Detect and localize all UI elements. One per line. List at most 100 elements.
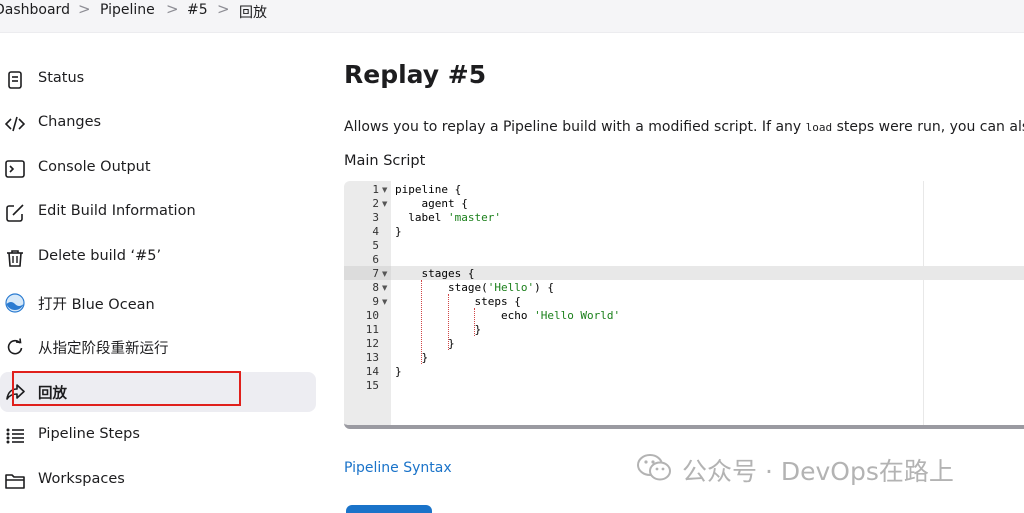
restart-icon (7, 338, 23, 355)
page-title: Replay #5 (344, 60, 487, 89)
breadcrumb: Dashboard > Pipeline > #5 > 回放 (0, 0, 1024, 33)
code-line: stage('Hello') { (395, 281, 554, 295)
watermark-text: 公众号 · DevOps在路上 (682, 457, 954, 486)
line-number: 12 (365, 337, 379, 350)
trash-icon (7, 250, 23, 267)
page-description: Allows you to replay a Pipeline build wi… (344, 119, 1024, 135)
sidebar-item-workspaces[interactable]: Workspaces (0, 461, 316, 501)
fold-toggle-icon[interactable]: ▼ (382, 284, 388, 292)
code-text: } (395, 323, 482, 336)
sidebar-item-label: Delete build ‘#5’ (38, 248, 162, 264)
breadcrumb-replay[interactable]: 回放 (239, 5, 267, 21)
sidebar-item-delete-build[interactable]: Delete build ‘#5’ (0, 238, 316, 278)
fold-toggle-icon[interactable]: ▼ (382, 298, 388, 306)
sidebar-item-console-output[interactable]: Console Output (0, 149, 316, 189)
code-line: label 'master' (395, 211, 501, 225)
editor-gutter (344, 181, 391, 425)
line-number: 10 (365, 309, 379, 322)
code-string: 'Hello' (487, 281, 535, 294)
edit-icon (6, 204, 24, 222)
code-icon (5, 116, 25, 132)
document-icon (8, 71, 22, 89)
line-number: 13 (365, 351, 379, 364)
sidebar-item-pipeline-steps[interactable]: Pipeline Steps (0, 416, 316, 456)
breadcrumb-separator: > (217, 0, 230, 18)
indent-guide (448, 294, 449, 350)
code-text: } (395, 365, 402, 378)
breadcrumb-build[interactable]: #5 (187, 2, 208, 18)
code-string: 'master' (447, 211, 501, 224)
code-text: } (395, 351, 429, 364)
sidebar-item-label: Workspaces (38, 471, 125, 487)
watermark: 公众号 · DevOps在路上 (636, 450, 996, 486)
code-text: label (395, 211, 448, 224)
line-number: 8 (372, 281, 379, 294)
line-number: 9 (372, 295, 379, 308)
indent-guide (474, 308, 475, 336)
description-text-end: steps were run, you can also m (836, 119, 1024, 135)
line-number: 7 (372, 267, 379, 280)
breadcrumb-dashboard[interactable]: Dashboard (0, 2, 70, 18)
code-line: steps { (395, 295, 521, 309)
breadcrumb-pipeline[interactable]: Pipeline (100, 2, 155, 18)
code-line: } (395, 365, 402, 379)
description-code: load (805, 121, 833, 134)
sidebar-item-label: Console Output (38, 159, 151, 175)
sidebar-item-label: Pipeline Steps (38, 426, 140, 442)
line-number: 6 (372, 253, 379, 266)
fold-toggle-icon[interactable]: ▼ (382, 270, 388, 278)
sidebar-item-changes[interactable]: Changes (0, 104, 316, 144)
code-line: echo 'Hello World' (395, 309, 620, 323)
line-number: 15 (365, 379, 379, 392)
code-line: } (395, 323, 481, 337)
code-line: stages { (395, 267, 474, 281)
sidebar-item-label: 回放 (38, 386, 67, 402)
print-margin (923, 181, 924, 425)
code-text: stage( (395, 281, 488, 294)
sidebar-item-label: 打开 Blue Ocean (38, 297, 155, 313)
code-text: } (395, 225, 402, 238)
terminal-icon (5, 160, 25, 178)
code-text: ) { (534, 281, 554, 294)
run-button[interactable] (346, 505, 432, 513)
line-number: 11 (365, 323, 379, 336)
active-line-gutter-highlight (344, 266, 391, 280)
replay-icon (6, 384, 25, 400)
sidebar-item-blue-ocean[interactable]: 打开 Blue Ocean (0, 283, 316, 323)
code-string: 'Hello World' (534, 309, 621, 322)
line-number: 2 (372, 197, 379, 210)
code-line: pipeline { (395, 183, 461, 197)
description-text: Allows you to replay a Pipeline build wi… (344, 119, 806, 135)
pipeline-syntax-link[interactable]: Pipeline Syntax (344, 460, 452, 476)
code-line: } (395, 351, 428, 365)
line-number: 1 (372, 183, 379, 196)
sidebar-item-restart-from-stage[interactable]: 从指定阶段重新运行 (0, 327, 316, 367)
code-text: steps { (395, 295, 521, 308)
code-line: } (395, 225, 402, 239)
sidebar-item-label: Edit Build Information (38, 203, 196, 219)
line-number: 4 (372, 225, 379, 238)
breadcrumb-separator: > (78, 0, 91, 18)
breadcrumb-separator: > (166, 0, 179, 18)
line-number: 14 (365, 365, 379, 378)
fold-toggle-icon[interactable]: ▼ (382, 200, 388, 208)
folder-icon (5, 474, 25, 489)
annotation-highlight-box (12, 371, 241, 406)
line-number: 3 (372, 211, 379, 224)
code-line: agent { (395, 197, 467, 211)
sidebar-item-status[interactable]: Status (0, 60, 316, 100)
code-text: pipeline { (395, 183, 462, 196)
blue-ocean-icon (5, 293, 25, 313)
list-icon (6, 428, 24, 444)
fold-toggle-icon[interactable]: ▼ (382, 186, 388, 194)
sidebar-item-label: Changes (38, 114, 102, 130)
code-text: stages { (395, 267, 475, 280)
code-line: } (395, 337, 455, 351)
script-editor[interactable]: 1▼pipeline {2▼ agent {3 label 'master'4}… (344, 181, 1024, 429)
sidebar-item-label: 从指定阶段重新运行 (38, 341, 169, 357)
indent-guide (421, 280, 422, 364)
sidebar-item-label: Status (38, 70, 85, 86)
sidebar-item-edit-build-information[interactable]: Edit Build Information (0, 193, 316, 233)
code-text: echo (395, 309, 535, 322)
code-text: } (395, 337, 455, 350)
